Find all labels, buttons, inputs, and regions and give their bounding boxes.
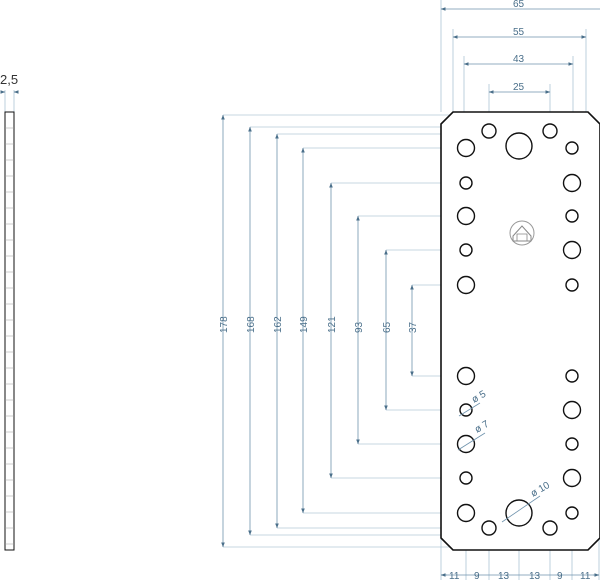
plate-outline [440,111,600,551]
hole [505,132,533,160]
bottom-dim-11-left: 11 [449,571,460,582]
bottom-dim-9-left: 9 [474,571,480,582]
house-logo-icon [509,220,535,246]
bottom-dim-13-right: 13 [529,571,541,582]
hole [459,243,473,257]
callout-line-10 [501,495,541,523]
callout-line-5 [458,402,481,417]
hole [456,366,476,386]
hole [562,468,582,488]
dim-label-25: 25 [513,82,525,93]
hole [565,506,579,520]
hole [565,369,579,383]
dim-label-162: 162 [273,316,284,333]
hole [456,206,476,226]
hole [565,209,579,223]
hole [542,123,558,139]
top-dimensions: 65 55 43 25 [440,0,600,94]
dim-label-65: 65 [513,0,525,10]
hole [459,471,473,485]
dim-label-178: 178 [219,316,230,333]
hole [565,437,579,451]
bottom-dimensions: 11 9 13 13 9 11 [440,571,600,582]
hole [481,123,497,139]
side-profile [4,111,15,551]
hole [542,520,558,536]
side-view: 2,5 [0,72,19,551]
callout-line-7 [457,432,486,451]
bottom-dim-11-right: 11 [580,571,591,582]
dim-label-149: 149 [299,316,310,333]
bottom-dim-13-left: 13 [498,571,510,582]
hole [459,176,473,190]
plate-holes [456,123,582,536]
hole [459,403,473,417]
hole [481,520,497,536]
dim-label-65-vertical: 65 [382,321,393,333]
bottom-dim-9-right: 9 [557,571,563,582]
hole [565,278,579,292]
hole [565,141,579,155]
hole [456,138,476,158]
dim-label-43: 43 [513,54,525,65]
dim-label-93: 93 [354,321,365,333]
hole [562,400,582,420]
side-profile-ticks [5,127,14,545]
hole [505,499,533,527]
thickness-label: 2,5 [0,72,18,87]
hole [562,173,582,193]
left-dimensions: 178 168 162 149 121 93 65 37 [219,114,419,548]
dim-label-168: 168 [246,316,257,333]
hole [456,434,476,454]
hole [456,503,476,523]
dim-label-121: 121 [327,316,338,333]
hole [456,275,476,295]
hole [562,240,582,260]
dim-label-55: 55 [513,27,525,38]
dim-label-37: 37 [408,321,419,333]
